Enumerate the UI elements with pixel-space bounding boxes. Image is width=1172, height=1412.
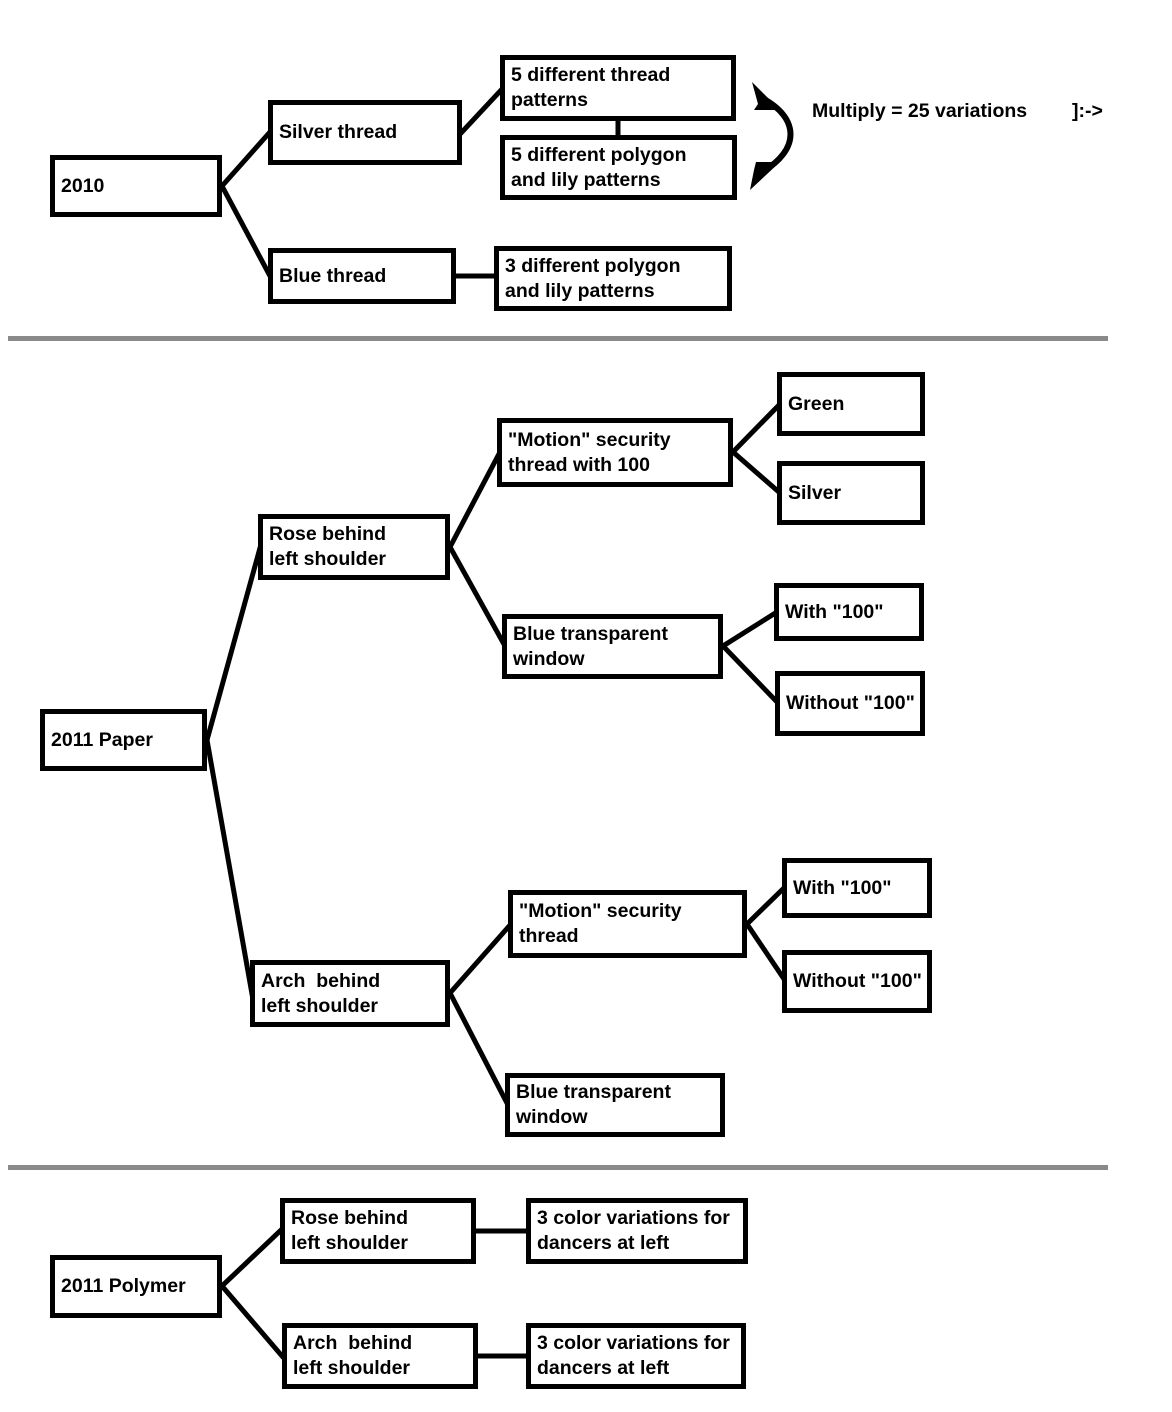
node-motion-security-thread-with-100[interactable]: "Motion" security thread with 100 xyxy=(497,418,733,487)
node-with-100-arch[interactable]: With "100" xyxy=(782,858,932,918)
edge-silver-thread-to-five-thread-patterns xyxy=(458,84,507,136)
node-five-different-thread-patterns[interactable]: 5 different thread patterns xyxy=(500,55,736,121)
section-divider-1 xyxy=(8,336,1108,341)
edge-paper-to-arch xyxy=(204,737,255,997)
arrow-head-up xyxy=(752,82,780,110)
node-polymer-arch-color-variations[interactable]: 3 color variations for dancers at left xyxy=(526,1323,746,1389)
annotation-trailing-symbols: ]:-> xyxy=(1072,100,1103,122)
node-polymer-rose-color-variations[interactable]: 3 color variations for dancers at left xyxy=(526,1198,748,1264)
edge-rose-to-motion-with-100 xyxy=(446,448,504,551)
node-arch-behind-left-shoulder[interactable]: Arch behind left shoulder xyxy=(250,960,450,1027)
edge-paper-to-rose xyxy=(203,544,264,744)
node-motion-security-thread[interactable]: "Motion" security thread xyxy=(508,890,747,958)
node-2011-polymer[interactable]: 2011 Polymer xyxy=(50,1255,222,1318)
edge-motion-with-100-to-silver xyxy=(729,448,784,497)
edge-motion-thread-to-with-100 xyxy=(743,883,789,928)
edge-2010-to-silver-thread xyxy=(218,128,274,190)
section-divider-2 xyxy=(8,1165,1108,1170)
node-blue-thread[interactable]: Blue thread xyxy=(268,248,456,304)
node-rose-behind-left-shoulder[interactable]: Rose behind left shoulder xyxy=(258,514,450,580)
edge-arch-to-blue-window-bottom xyxy=(446,989,512,1109)
edge-polymer-to-poly-arch xyxy=(218,1282,286,1360)
edge-motion-with-100-to-green xyxy=(729,400,784,456)
node-green[interactable]: Green xyxy=(777,372,925,436)
edge-arch-to-motion-thread xyxy=(446,920,515,997)
annotation-multiply-25-variations: Multiply = 25 variations xyxy=(812,100,1028,122)
double-arrow-curve xyxy=(757,93,794,177)
node-silver-thread[interactable]: Silver thread xyxy=(268,100,462,165)
node-blue-transparent-window-arch[interactable]: Blue transparent window xyxy=(505,1073,725,1137)
node-five-different-polygon-and-lily-patterns[interactable]: 5 different polygon and lily patterns xyxy=(500,135,737,200)
node-blue-transparent-window-rose[interactable]: Blue transparent window xyxy=(502,614,723,679)
node-without-100-arch[interactable]: Without "100" xyxy=(782,950,932,1013)
edge-blue-window-top-to-without-100 xyxy=(719,642,782,707)
node-polymer-rose-behind-left-shoulder[interactable]: Rose behind left shoulder xyxy=(280,1198,476,1264)
node-2011-paper[interactable]: 2011 Paper xyxy=(40,709,207,771)
node-three-different-polygon-and-lily-patterns[interactable]: 3 different polygon and lily patterns xyxy=(494,246,732,311)
edge-blue-window-top-to-with-100 xyxy=(719,608,781,650)
node-silver[interactable]: Silver xyxy=(777,461,925,525)
node-with-100-rose[interactable]: With "100" xyxy=(774,583,924,641)
node-polymer-arch-behind-left-shoulder[interactable]: Arch behind left shoulder xyxy=(282,1323,478,1389)
edge-2010-to-blue-thread xyxy=(218,182,274,280)
edge-rose-to-blue-window-top xyxy=(446,543,509,650)
edge-motion-thread-to-without-100 xyxy=(743,920,790,986)
node-without-100-rose[interactable]: Without "100" xyxy=(775,671,925,736)
node-2010[interactable]: 2010 xyxy=(50,155,222,217)
edge-polymer-to-poly-rose xyxy=(218,1227,284,1290)
arrow-head-down xyxy=(750,162,780,190)
